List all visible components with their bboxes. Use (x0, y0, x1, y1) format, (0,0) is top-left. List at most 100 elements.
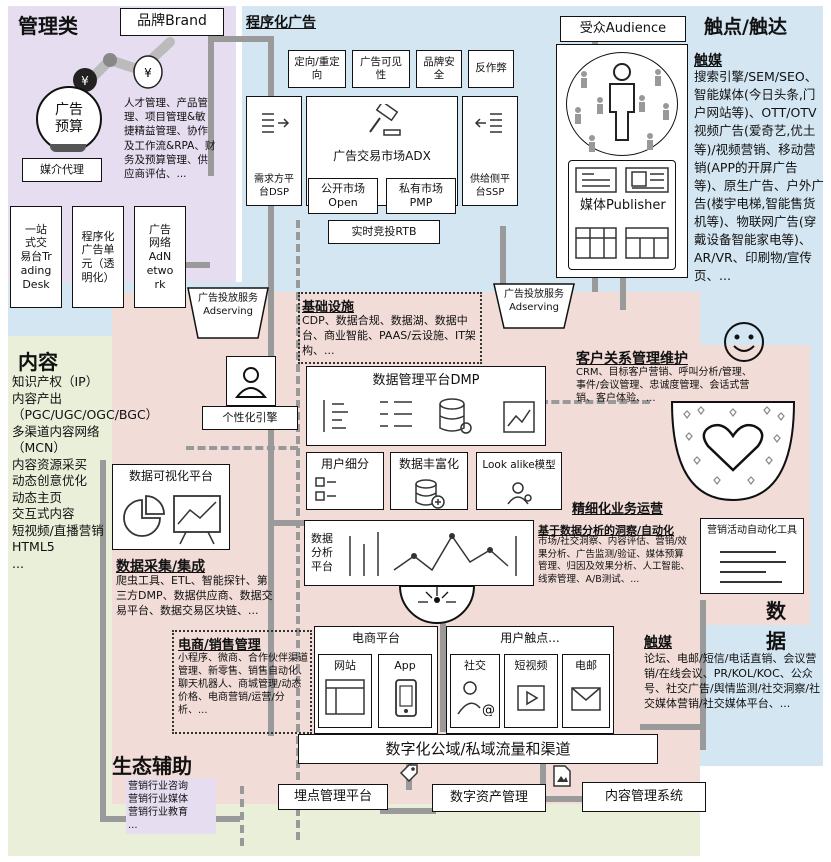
infra-desc: CDP、数据合规、数据湖、数据中台、商业智能、PAAS/云设施、IT架构、... (302, 314, 476, 357)
ssp-icon (472, 108, 506, 138)
publisher-label: 媒体Publisher (580, 198, 666, 213)
programmatic-unit-label: 程序化广告单元（透明化） (81, 229, 115, 284)
management-title: 管理类 (18, 14, 78, 38)
social-label: 社交 (464, 659, 486, 672)
tag-icon (398, 762, 420, 784)
touch-media-desc: 搜索引擎/SEM/SEO、智能媒体(今日头条,门户网站等)、OTT/OTV视频广… (694, 69, 824, 284)
crm-title: 客户关系管理维护 (576, 351, 688, 367)
website-box[interactable]: 网站 (318, 654, 372, 728)
analysis-title: 数据分析平台 (311, 532, 333, 573)
connector-line (640, 724, 706, 730)
connector-line (500, 226, 506, 296)
ecom-title: 电商/销售管理 (178, 638, 261, 653)
management-desc: 人才管理、产品管理、项目管理&敏捷精益管理、协作及工作流&RPA、财务及预算管理… (124, 97, 216, 180)
insight-desc: 市场/社交洞察、内容评估、营销/效果分析、广告监测/验证、媒体预算管理、归因及效… (538, 536, 691, 585)
ssp-label: 供给侧平台SSP (470, 174, 510, 198)
crowd-icon (570, 60, 676, 154)
open-market-box: 公开市场Open (308, 178, 378, 214)
touch-media2-desc: 论坛、电邮/短信/电话直销、会议营销/在线会议、PR/KOL/KOC、公众号、社… (644, 652, 821, 710)
brand-safety-box: 品牌安全 (416, 50, 462, 88)
email-box[interactable]: 电邮 (562, 654, 610, 728)
crm-desc: CRM、目标客户营销、呼叫分析/管理、事件/会议管理、忠诚度管理、会话式营销、客… (576, 367, 752, 404)
segment-label: 用户细分 (320, 457, 369, 471)
touch-media2-title: 触媒 (644, 635, 672, 651)
lookalike-label: Look alike模型 (482, 459, 556, 471)
adserving-left-shape (186, 286, 270, 340)
dsp-label: 需求方平台DSP (254, 174, 294, 198)
enrichment-box: 数据丰富化 (390, 452, 468, 510)
analysis-chart-icon (344, 526, 528, 582)
robot-arm-icon: ¥ ¥ (70, 30, 190, 100)
connector-line (208, 36, 272, 42)
heart-bowl-icon (668, 396, 798, 506)
content-desc: 知识产权（IP） 内容产出（PGC/UGC/OGC/BGC） 多渠道内容网络（M… (12, 374, 159, 571)
pmp-box: 私有市场PMP (386, 178, 456, 214)
phone-icon (392, 678, 420, 718)
dmp-title: 数据管理平台DMP (372, 373, 480, 388)
adserving-left-label: 广告投放服务 Adserving (198, 293, 258, 317)
connector-line (540, 796, 584, 802)
connector-line (440, 592, 446, 732)
audience-circle (566, 52, 678, 156)
viz-title: 数据可视化平台 (128, 469, 213, 483)
touchpoints-title: 用户触点... (500, 631, 560, 645)
analysis-box: 数据分析平台 (304, 520, 534, 586)
document-lines-icon (716, 546, 790, 588)
short-video-label: 短视频 (514, 659, 548, 672)
database-plus-icon (412, 478, 446, 510)
svg-text:¥: ¥ (81, 74, 89, 88)
collect-desc: 爬虫工具、ETL、智能探针、第三方DMP、数据供应商、数据交易平台、数据交易区块… (116, 574, 273, 617)
programmatic-unit-box: 程序化广告单元（透明化） (72, 206, 124, 308)
collect-title: 数据采集/集成 (116, 559, 206, 575)
smiley-icon (722, 320, 766, 364)
play-icon (516, 684, 546, 712)
cms-box: 内容管理系统 (582, 782, 706, 812)
segment-box: 用户细分 (306, 452, 384, 510)
ecom-platform-label: 电商平台 (351, 631, 400, 645)
connector-line (540, 760, 546, 802)
connector-line (700, 600, 706, 750)
budget-label: 广告 预算 (55, 102, 83, 135)
email-label: 电邮 (575, 659, 597, 672)
connector-line (208, 36, 214, 176)
dsp-icon (258, 108, 292, 138)
ecom-desc: 小程序、微商、合作伙伴渠道管理、新零售、销售自动化、聊天机器人、商城管理/动态价… (178, 653, 308, 716)
anti-fraud-box: 反作弊 (468, 50, 514, 88)
social-box[interactable]: 社交 (450, 654, 500, 728)
tracking-platform-box: 埋点管理平台 (278, 784, 388, 810)
channels-bar: 数字化公域/私域流量和渠道 (298, 734, 658, 764)
trading-desk-label: 一站式交易台TradingDesk (20, 222, 52, 291)
viz-icons (118, 490, 226, 546)
connector-line (620, 260, 626, 310)
targeting-box: 定向/重定向 (288, 50, 346, 88)
touchpoint-title: 触点/触达 (704, 16, 787, 38)
budget-stand (50, 144, 86, 152)
agency-box: 媒介代理 (22, 158, 102, 182)
connector-line (180, 262, 210, 268)
dmp-icons (318, 394, 538, 438)
personalization-engine-box: 个性化引擎 (202, 406, 298, 430)
ad-network-label: 广告网络AdNetwork (146, 222, 174, 291)
insight-title: 基于数据分析的洞察/自动化 (538, 524, 675, 537)
trading-desk-box: 一站式交易台TradingDesk (10, 206, 62, 308)
dashed-connector (186, 446, 298, 450)
file-image-icon (552, 764, 572, 788)
publisher-frame (568, 160, 676, 270)
adserving-right-label: 广告投放服务 Adserving (504, 289, 564, 313)
dashed-connector (296, 220, 300, 840)
eco-desc: 营销行业咨询 营销行业媒体 营销行业教育 ... (126, 778, 216, 834)
svg-text:@: @ (482, 703, 494, 716)
social-user-icon: @ (456, 680, 494, 716)
programmatic-title: 程序化广告 (246, 15, 316, 31)
connector-line (100, 460, 106, 820)
short-video-box[interactable]: 短视频 (504, 654, 558, 728)
connector-line (380, 808, 436, 814)
brand-box: 品牌Brand (120, 8, 224, 36)
data-big-text: 数 据 (766, 599, 786, 653)
ecom-frame (172, 630, 312, 734)
adserving-right-shape (492, 282, 576, 330)
dam-box: 数字资产管理 (432, 784, 546, 812)
connector-line (274, 520, 314, 526)
ad-network-box: 广告网络AdNetwork (134, 206, 186, 308)
content-title: 内容 (18, 350, 58, 374)
